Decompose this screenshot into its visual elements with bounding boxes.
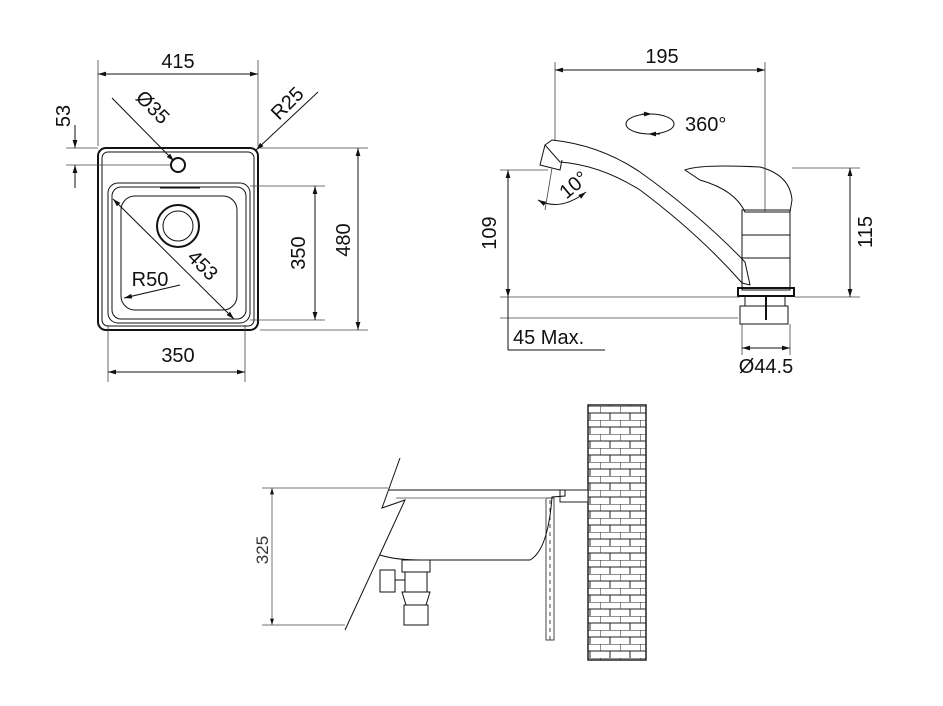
dim-diagonal: 453 xyxy=(183,246,222,285)
overflow-fitting xyxy=(379,569,396,593)
dim-base-diameter: Ø44.5 xyxy=(739,356,793,378)
dim-bowl-radius: R50 xyxy=(132,269,169,291)
rotation-label: 360° xyxy=(685,114,726,136)
dim-bowl-width: 350 xyxy=(161,345,194,367)
dim-total-height: 115 xyxy=(855,216,877,248)
sink-outline xyxy=(97,147,259,331)
dim-deck-thickness: 45 Max. xyxy=(513,327,584,349)
tap-hole xyxy=(170,157,186,173)
faucet-base xyxy=(737,287,795,297)
faucet-side-view: 195 360° 10° 109 115 45 Max. Ø44.5 xyxy=(479,46,877,378)
sink-profile xyxy=(379,489,566,561)
dim-bowl-length: 350 xyxy=(288,236,310,269)
siphon xyxy=(403,604,429,626)
dim-corner-radius: R25 xyxy=(267,83,309,125)
break-line xyxy=(344,457,406,631)
sink-top-view: 415 53 Ø35 R25 480 350 453 R50 350 xyxy=(53,51,368,382)
rotation-icon xyxy=(625,111,675,137)
dim-length: 480 xyxy=(333,223,355,256)
dim-depth: 325 xyxy=(253,536,272,564)
spout xyxy=(544,139,751,286)
faucet-handle xyxy=(683,165,793,213)
dim-width: 415 xyxy=(161,51,194,73)
drain-fitting xyxy=(401,559,431,573)
dim-hole-diameter: Ø35 xyxy=(131,87,173,129)
dim-spout-height: 109 xyxy=(479,216,501,249)
bowl-bottom xyxy=(120,195,238,311)
dim-hole-offset: 53 xyxy=(53,105,75,127)
faucet-body xyxy=(741,209,791,291)
tilt-label: 10° xyxy=(555,167,592,203)
wall xyxy=(587,404,647,661)
bowl-outline xyxy=(107,182,251,324)
dim-reach: 195 xyxy=(645,46,678,68)
sink-section-view: 325 xyxy=(253,404,647,661)
